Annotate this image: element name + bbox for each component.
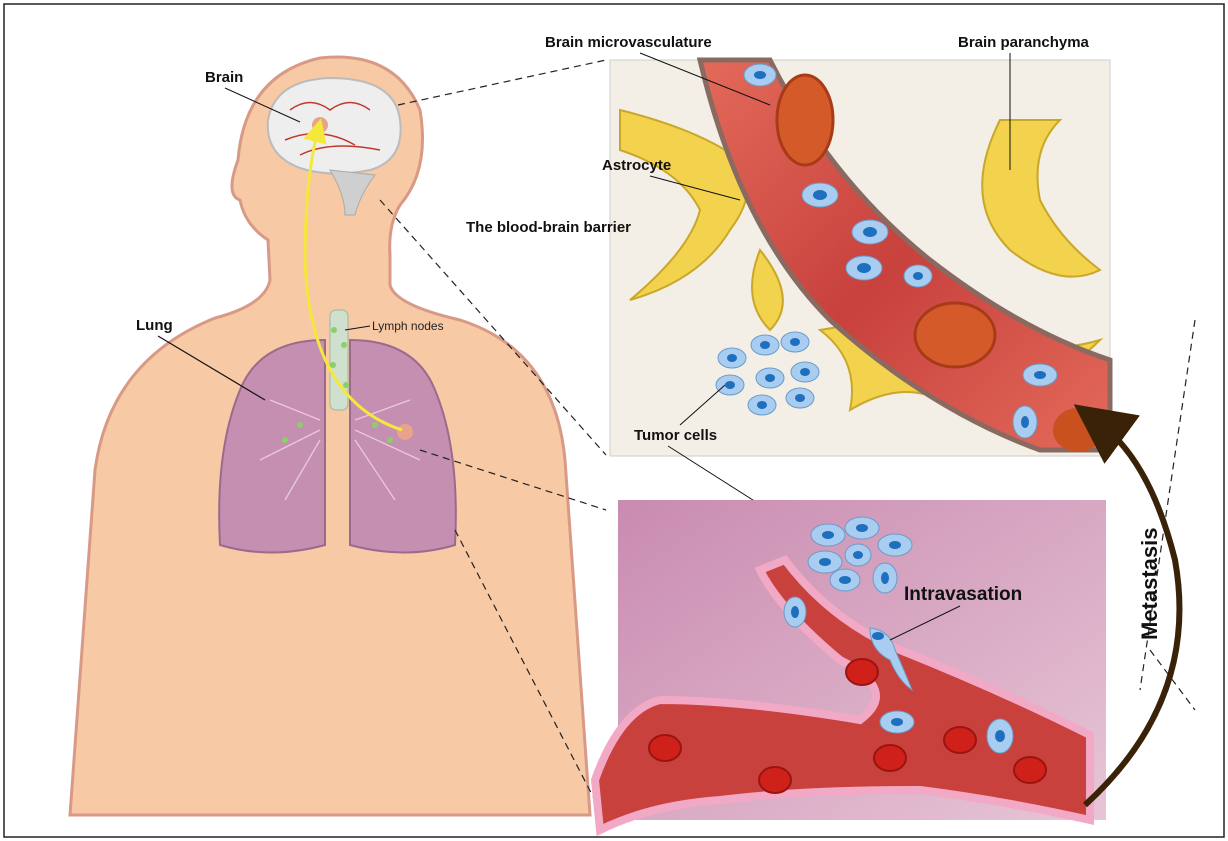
metastasis-label: Metastasis xyxy=(1137,527,1162,640)
intravasation-panel xyxy=(595,500,1106,830)
blood-brain-barrier-label: The blood-brain barrier xyxy=(466,219,631,236)
brain-microvasculature-label: Brain microvasculature xyxy=(545,34,712,51)
brain-parenchyma-label: Brain paranchyma xyxy=(958,34,1090,51)
lung-label: Lung xyxy=(136,317,173,334)
intravasation-label: Intravasation xyxy=(904,584,1022,605)
astrocyte-label: Astrocyte xyxy=(602,157,671,174)
bbb-panel xyxy=(610,60,1110,456)
tumor-cells-label: Tumor cells xyxy=(634,427,717,444)
lymph-nodes-label: Lymph nodes xyxy=(372,319,444,333)
brain-label: Brain xyxy=(205,69,243,86)
